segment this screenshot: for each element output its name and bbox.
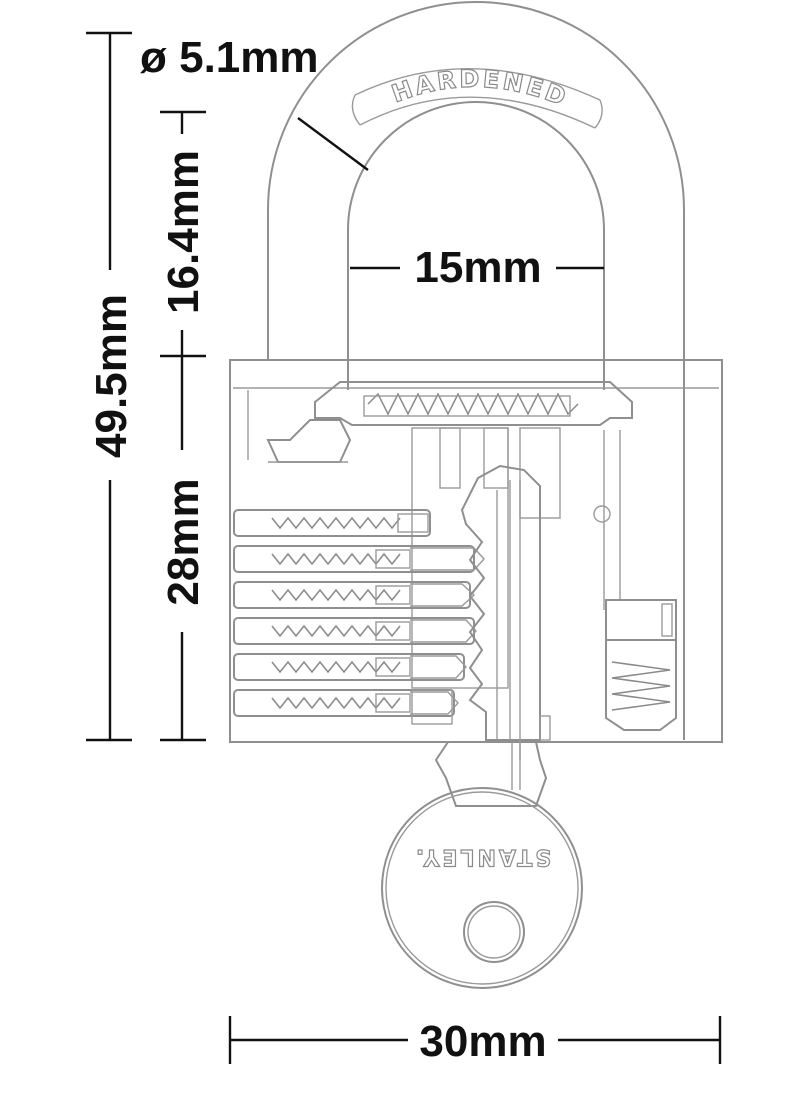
lock-body xyxy=(229,359,723,760)
pin-tumblers xyxy=(233,509,485,717)
padlock-drawing: HARDENED xyxy=(229,1,723,989)
hardened-engraving: HARDENED xyxy=(388,65,572,112)
key-blade xyxy=(411,464,551,760)
shackle: HARDENED xyxy=(267,1,685,740)
overall-height-label: 49.5mm xyxy=(87,294,136,458)
body-height-label: 28mm xyxy=(159,478,208,605)
dimension-lines xyxy=(86,31,722,1064)
shackle-clearance-label: 16.4mm xyxy=(159,150,208,314)
key: STANLEY. xyxy=(381,741,583,989)
body-width-label: 30mm xyxy=(419,1017,546,1066)
key-brand-engraving: STANLEY. xyxy=(413,844,551,869)
shackle-diameter-label: ø 5.1mm xyxy=(140,33,319,82)
shackle-inner-width-label: 15mm xyxy=(414,243,541,292)
